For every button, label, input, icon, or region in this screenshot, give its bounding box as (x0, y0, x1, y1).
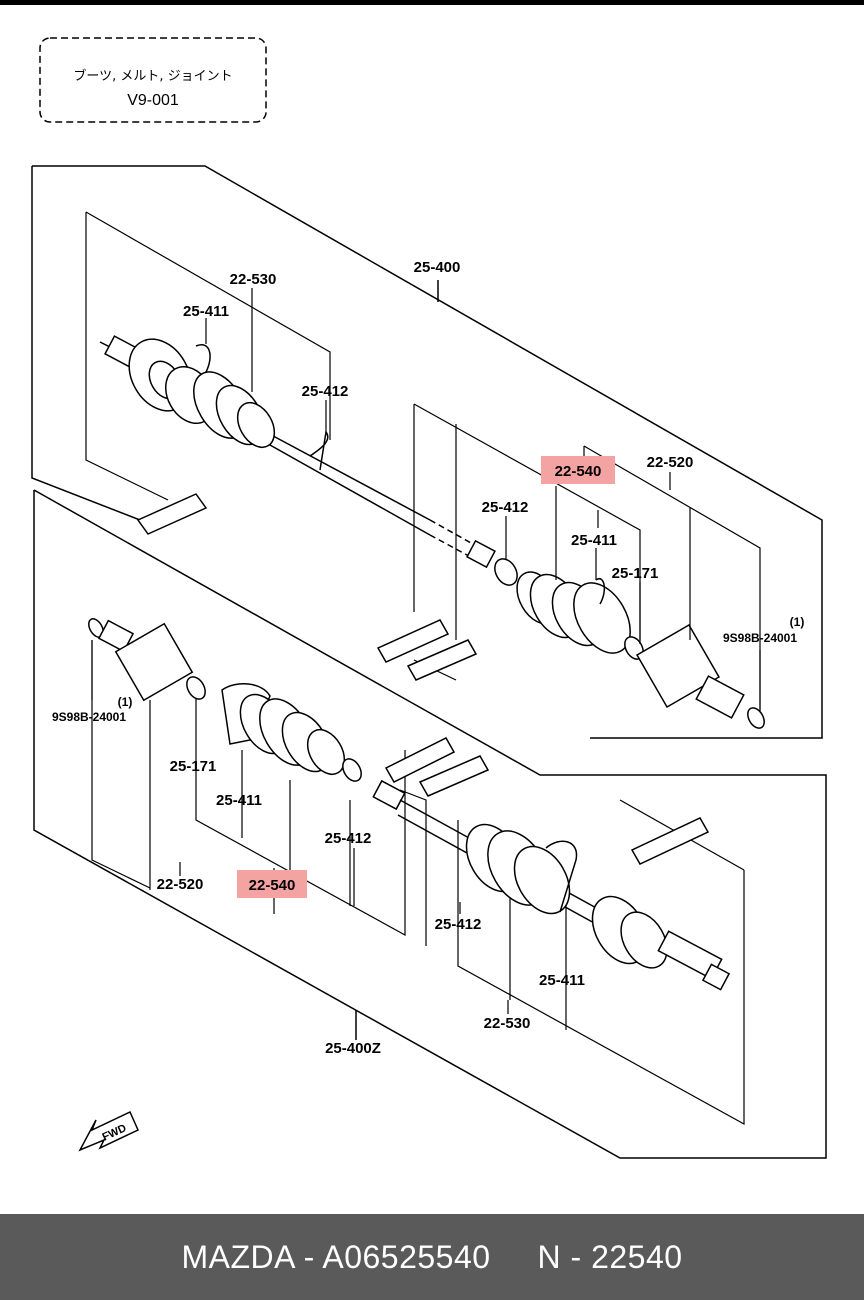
top-border (0, 0, 864, 5)
label-lower-22-520: 22-520 (157, 876, 204, 893)
label-lower-22-540: 22-540 (249, 877, 296, 894)
lower-leader-lines (91, 640, 509, 1014)
fwd-arrow-icon: FWD (78, 1110, 139, 1152)
upper-assembly-outline (31, 165, 823, 739)
lower-left-cv-boot (88, 618, 362, 782)
label-25-400z: 25-400Z (325, 1040, 381, 1057)
footer-bar: MAZDA - A06525540 N - 22540 (0, 1214, 864, 1300)
label-upper-22-540: 22-540 (555, 463, 602, 480)
upper-drive-shaft (261, 429, 496, 569)
label-lower-25-412-b: 25-412 (435, 916, 482, 933)
upper-right-cv-boot (494, 558, 765, 729)
label-upper-25-412-a: 25-412 (302, 383, 349, 400)
part-name-code: V9-001 (127, 92, 179, 109)
label-upper-ref-code: 9S98B-24001 (723, 631, 797, 645)
label-lower-25-411-b: 25-411 (539, 972, 585, 989)
footer-part-number: MAZDA - A06525540 N - 22540 (181, 1238, 683, 1275)
lower-assembly-outline (33, 489, 827, 1159)
label-lower-25-411-a: 25-411 (216, 792, 262, 809)
label-upper-22-520: 22-520 (647, 454, 694, 471)
label-upper-22-530: 22-530 (230, 271, 277, 288)
label-lower-25-171: 25-171 (170, 758, 217, 775)
upper-left-boot-frame (85, 211, 331, 501)
part-name-box: ブーツ, メルト, ジョイント V9-001 (39, 37, 267, 123)
label-25-400: 25-400 (414, 259, 461, 276)
upper-left-cv-boot (99, 335, 329, 471)
exploded-parts-diagram: ブーツ, メルト, ジョイント V9-001 (31, 37, 827, 1159)
part-name-jp: ブーツ, メルト, ジョイント (73, 68, 232, 84)
highlight-lower-22-540 (237, 870, 307, 898)
lower-left-frame (91, 640, 427, 946)
label-lower-ref-num: (1) (118, 695, 133, 709)
upper-leader-lines (205, 288, 761, 710)
lower-drive-shaft (372, 779, 731, 991)
label-lower-ref-code: 9S98B-24001 (52, 710, 126, 724)
label-upper-25-411-a: 25-411 (183, 303, 229, 320)
label-upper-25-411-b: 25-411 (571, 532, 617, 549)
lower-right-frame (457, 799, 745, 1126)
label-upper-ref-num: (1) (790, 615, 805, 629)
label-lower-25-412-a: 25-412 (325, 830, 372, 847)
label-lower-22-530: 22-530 (484, 1015, 531, 1032)
label-upper-25-171: 25-171 (612, 565, 659, 582)
label-upper-25-412-b: 25-412 (482, 499, 529, 516)
grease-tubes (136, 493, 710, 865)
highlight-upper-22-540 (541, 456, 615, 484)
